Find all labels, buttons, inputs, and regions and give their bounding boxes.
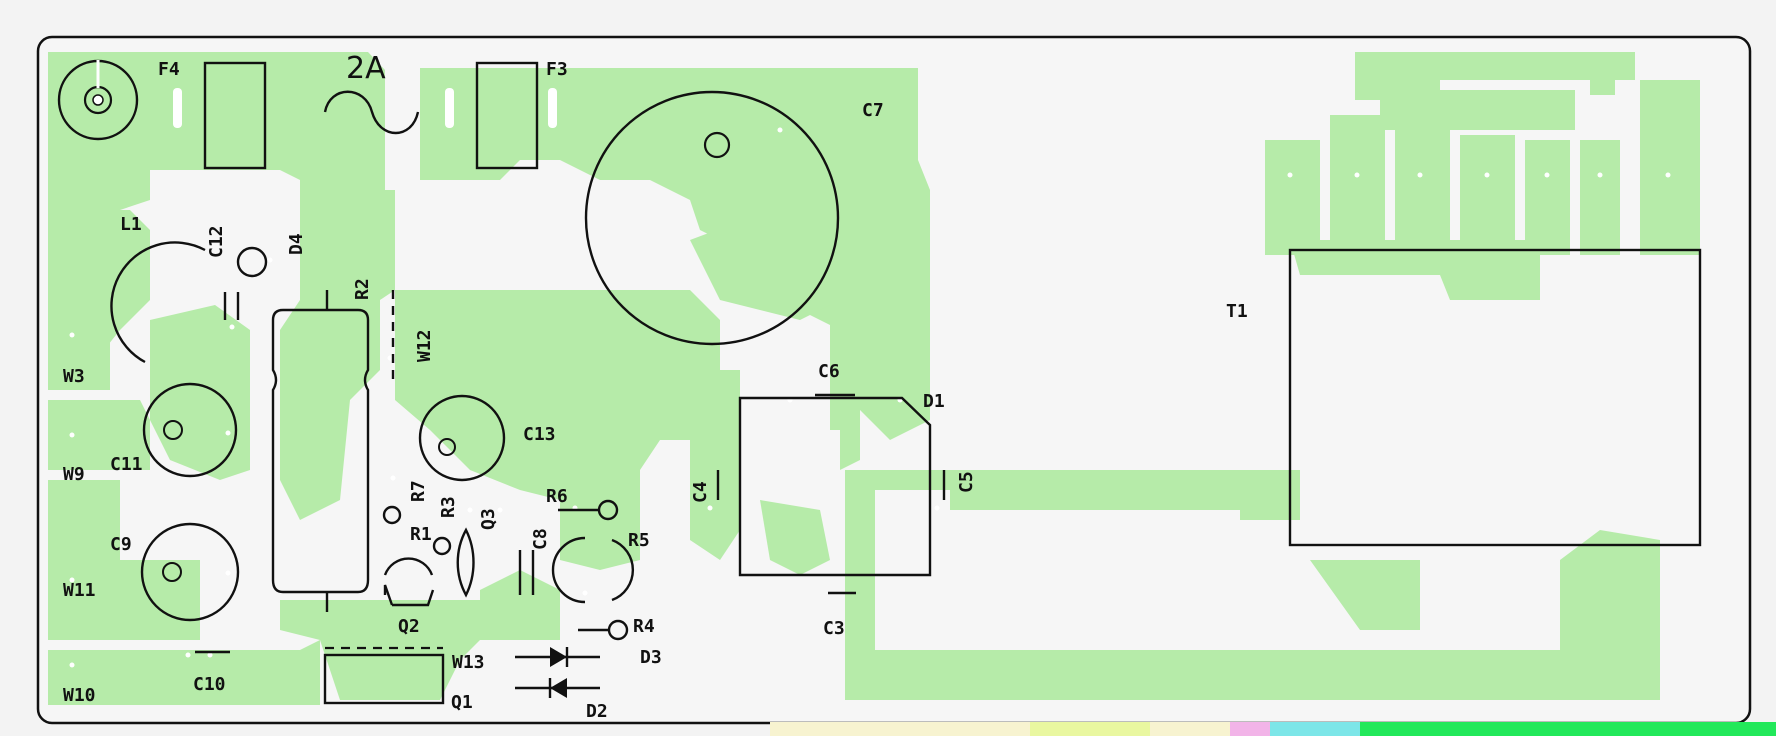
label-q1: Q1 [451,692,473,713]
r2-resistor [271,308,370,594]
label-c8: C8 [530,528,551,550]
label-d2: D2 [586,701,608,722]
q3-transistor [456,527,475,598]
c7-capacitor [584,90,840,346]
label-w13: W13 [452,652,485,673]
c13-capacitor [418,394,506,482]
label-d3: D3 [640,647,662,668]
label-c13: C13 [523,424,556,445]
label-f3: F3 [546,59,568,80]
r5-resistor [551,536,586,604]
component-labels: 2A F4 F3 C7 L1 C12 D4 R2 W12 W3 C11 W9 C… [63,51,1248,722]
l1-inductor [110,241,206,364]
q1-transistor [323,653,445,705]
scan-artifact-strip [770,722,1776,736]
label-w3: W3 [63,366,85,387]
label-c11: C11 [110,454,143,475]
label-r6: R6 [546,486,568,507]
label-c5: C5 [956,471,977,493]
label-r1: R1 [410,524,432,545]
component-outlines [57,59,1702,705]
label-r2: R2 [352,278,373,300]
label-t1: T1 [1226,301,1248,322]
label-w12: W12 [414,329,435,362]
label-q3: Q3 [478,508,499,530]
t1-transformer [1288,248,1702,547]
label-w11: W11 [63,580,96,601]
label-c12: C12 [206,225,227,258]
label-c7: C7 [862,100,884,121]
copper-layer [48,52,1700,705]
fuse-holder-left [203,61,267,170]
label-d4: D4 [286,233,307,255]
q2-transistor [383,557,434,576]
label-r7: R7 [408,480,429,502]
label-c6: C6 [818,361,840,382]
label-c3: C3 [823,618,845,639]
rating-label: 2A [346,51,386,86]
label-r3: R3 [438,496,459,518]
label-l1: L1 [120,214,142,235]
label-c9: C9 [110,534,132,555]
fuse-holder-right [475,61,539,170]
label-c10: C10 [193,674,226,695]
label-c4: C4 [690,481,711,503]
label-w9: W9 [63,464,85,485]
label-r5: R5 [628,530,650,551]
pads [69,127,1671,668]
label-q2: Q2 [398,616,420,637]
label-r4: R4 [633,616,655,637]
label-d1: D1 [923,391,945,412]
fuse-symbol [323,90,420,135]
c11-capacitor [142,382,238,478]
d1-bridge [738,396,932,577]
label-w10: W10 [63,685,96,706]
c9-capacitor [140,522,240,622]
label-f4: F4 [158,59,180,80]
